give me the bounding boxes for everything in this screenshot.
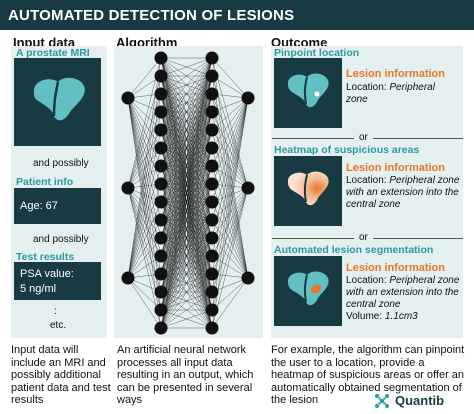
heatmap-location-prefix: Location: <box>346 175 390 186</box>
network-node <box>241 181 255 195</box>
segmentation-image <box>274 256 342 326</box>
pinpoint-location-prefix: Location: <box>346 82 390 93</box>
quantib-x-logo-icon <box>375 394 389 408</box>
logo-text: Quantib <box>395 393 445 408</box>
network-node <box>241 271 255 285</box>
or-divider-right-1 <box>373 138 463 139</box>
pinpoint-label: Pinpoint location <box>274 47 360 59</box>
network-node <box>205 123 219 137</box>
segmentation-volume-value: 1.1cm3 <box>384 311 418 322</box>
age-box: Age: 67 <box>14 188 101 224</box>
heatmap-location-value: Peripheral zone with an extension into t… <box>346 175 460 210</box>
network-node <box>205 159 219 173</box>
network-node <box>205 213 219 227</box>
network-node <box>154 267 168 281</box>
network-node <box>154 105 168 119</box>
segmentation-location-value: Peripheral zone with an extension into t… <box>346 275 460 310</box>
pinpoint-lesion-heading: Lesion information <box>346 68 445 80</box>
network-node <box>241 91 255 105</box>
network-node <box>154 69 168 83</box>
network-node <box>154 177 168 191</box>
psa-box: PSA value: 5 ng/ml <box>14 262 101 300</box>
network-node <box>205 69 219 83</box>
segmentation-location: Location: Peripheral zone with an extens… <box>346 275 462 311</box>
mri-label: A prostate MRI <box>16 47 90 59</box>
input-description: Input data will include an MRI and possi… <box>11 344 111 406</box>
heatmap-image <box>274 156 342 226</box>
network-node <box>121 271 135 285</box>
heatmap-lesion-heading: Lesion information <box>346 162 445 174</box>
patient-info-label: Patient info <box>16 176 74 188</box>
and-possibly-1: and possibly <box>33 158 89 169</box>
network-node <box>154 213 168 227</box>
network-node <box>154 87 168 101</box>
heatmap-location: Location: Peripheral zone with an extens… <box>346 175 462 211</box>
network-node <box>205 177 219 191</box>
prostate-shape <box>33 77 85 121</box>
network-node <box>154 51 168 65</box>
outcome-description: For example, the algorithm can pinpoint … <box>271 344 465 406</box>
or-divider-left-1 <box>272 138 354 139</box>
network-node <box>154 195 168 209</box>
network-node <box>205 249 219 263</box>
or-text-1: or <box>359 132 368 143</box>
title-bar <box>0 0 474 30</box>
heatmap-label: Heatmap of suspicious areas <box>274 144 420 156</box>
segmentation-volume-prefix: Volume: <box>346 311 385 322</box>
network-node <box>154 123 168 137</box>
network-connections <box>127 57 249 329</box>
network-node <box>205 285 219 299</box>
network-node <box>121 91 135 105</box>
network-node <box>205 51 219 65</box>
pinpoint-location-value: Peripheral zone <box>346 82 435 105</box>
network-node <box>154 231 168 245</box>
network-node <box>205 321 219 335</box>
network-node <box>205 195 219 209</box>
network-node <box>205 105 219 119</box>
network-node <box>154 285 168 299</box>
psa-line-2: 5 ng/ml <box>20 283 57 295</box>
network-node <box>205 87 219 101</box>
pinpoint-image <box>274 58 342 128</box>
or-divider-left-2 <box>272 238 354 239</box>
network-node <box>205 141 219 155</box>
network-node <box>154 321 168 335</box>
network-node <box>154 141 168 155</box>
neural-network-diagram <box>121 51 255 335</box>
segmentation-label: Automated lesion segmentation <box>274 244 434 256</box>
network-node <box>154 303 168 317</box>
page-title: AUTOMATED DETECTION OF LESIONS <box>8 7 295 24</box>
segmented-lesion <box>310 284 322 294</box>
segmentation-lesion-heading: Lesion information <box>346 262 445 274</box>
test-results-label: Test results <box>16 251 75 263</box>
network-node <box>205 267 219 281</box>
network-node <box>205 303 219 317</box>
algorithm-description: An artificial neural network processes a… <box>117 344 254 406</box>
pinpoint-location: Location: Peripheral zone <box>346 82 458 106</box>
segmentation-location-prefix: Location: <box>346 275 390 286</box>
and-possibly-2: and possibly <box>33 234 89 245</box>
psa-line-1: PSA value: <box>20 268 74 280</box>
quantib-logo: Quantib <box>374 392 470 410</box>
network-node <box>154 159 168 173</box>
network-node <box>154 249 168 263</box>
network-node <box>205 231 219 245</box>
age-value: Age: 67 <box>20 200 58 212</box>
or-divider-right-2 <box>373 238 463 239</box>
or-text-2: or <box>359 232 368 243</box>
segmentation-volume: Volume: 1.1cm3 <box>346 311 462 323</box>
network-node <box>121 181 135 195</box>
pinpoint-marker <box>314 91 320 97</box>
network-nodes <box>121 51 255 335</box>
continuation-dots: : <box>54 306 57 317</box>
etc-text: etc. <box>50 320 67 331</box>
mri-image <box>14 58 101 146</box>
